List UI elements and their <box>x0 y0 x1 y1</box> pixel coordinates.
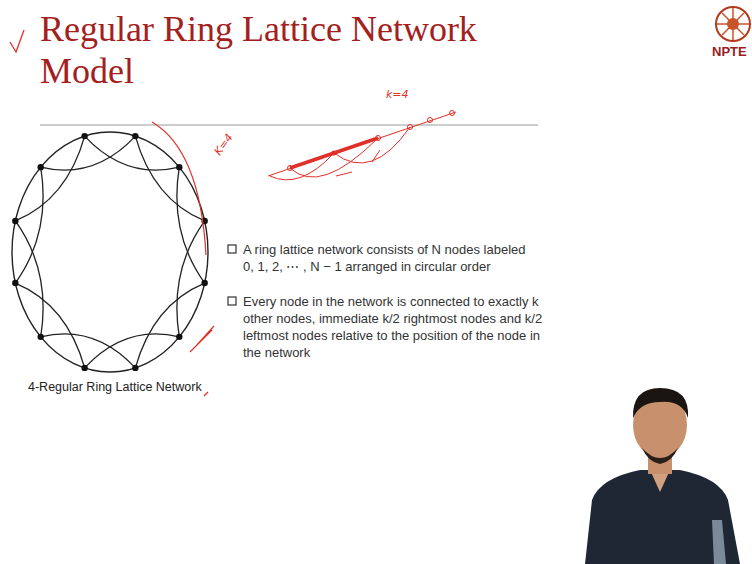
bullet-text: Every node in the network is connected t… <box>243 293 543 361</box>
figure-caption: 4-Regular Ring Lattice Network <box>28 380 202 394</box>
bullet-text: A ring lattice network consists of N nod… <box>243 241 528 275</box>
presenter <box>585 388 740 564</box>
chain-sketch <box>268 111 456 180</box>
check-mark <box>10 30 24 52</box>
annotation-slash <box>190 326 214 352</box>
handwritten-note: k=4 <box>386 88 409 101</box>
slide-title: Regular Ring Lattice Network Model <box>40 8 520 92</box>
bullet-square <box>228 245 236 253</box>
ring-lattice <box>12 132 208 372</box>
bullet-square <box>228 297 236 305</box>
logo-text: NPTE <box>712 44 747 59</box>
title-rule <box>40 125 538 126</box>
annotation-arc <box>152 122 206 255</box>
handwritten-note: K=4 <box>212 131 236 158</box>
nptel-emblem <box>716 7 750 41</box>
annotation-tick <box>204 392 208 396</box>
